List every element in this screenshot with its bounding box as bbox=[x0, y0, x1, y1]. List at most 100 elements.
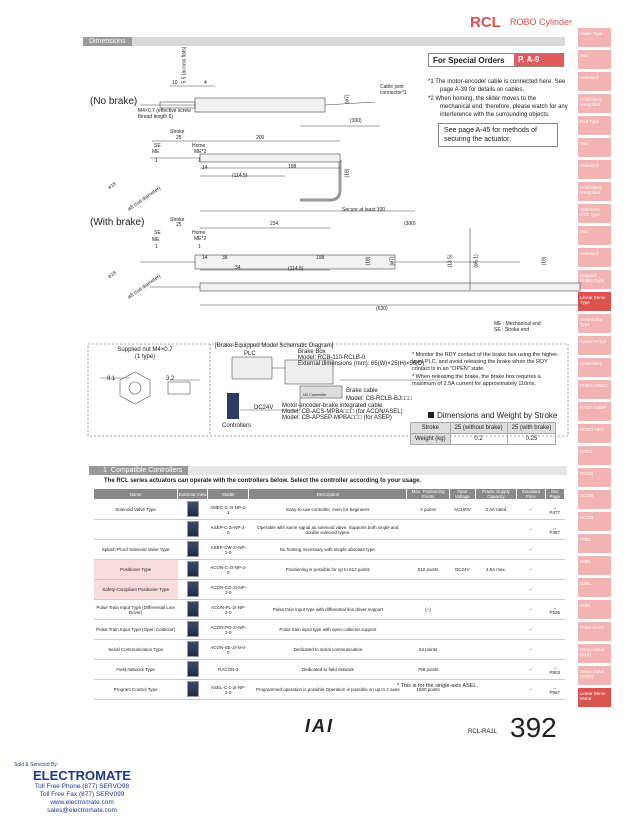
compat-cell-price: – bbox=[516, 619, 545, 640]
compat-cell-name: Solenoid Valve Type bbox=[93, 499, 178, 520]
nav-item[interactable]: Pulse Motor bbox=[578, 622, 611, 641]
compat-cell-desc: Dedicated to field network bbox=[248, 659, 407, 680]
compat-cell-desc: Dedicated to serial communication bbox=[248, 639, 407, 660]
nav-item[interactable]: PSEP /ASEP bbox=[578, 402, 611, 421]
dim-34: 34 bbox=[235, 265, 241, 271]
compat-cell-page[interactable]: → P487 bbox=[545, 519, 565, 540]
controller-image-cell bbox=[177, 559, 208, 580]
dim-8-1: 8.1 bbox=[107, 376, 116, 382]
reference-box: See page A-45 for methods of securing th… bbox=[438, 123, 558, 147]
compat-cell-pts bbox=[406, 539, 450, 560]
nav-item[interactable]: PCON bbox=[578, 468, 611, 487]
weight-header-brake: 25 (with brake) bbox=[506, 422, 557, 434]
se-label-2: SE bbox=[154, 230, 161, 236]
compat-cell-volt: DC24V bbox=[449, 559, 476, 580]
compat-cell-page[interactable] bbox=[545, 539, 565, 560]
plc-label: PLC bbox=[244, 351, 256, 357]
compat-cell-pts: 512 points bbox=[406, 559, 450, 580]
controller-image bbox=[186, 561, 199, 577]
controller-image-cell bbox=[177, 659, 208, 680]
compat-cell-desc: Easy-to-use controller, even for beginne… bbox=[248, 499, 407, 520]
nav-item[interactable]: Servo Motor (230V) bbox=[578, 666, 611, 685]
compat-cell-desc: Pulse train input type with open collect… bbox=[248, 619, 407, 640]
special-orders-button[interactable]: For Special Orders P. A-9 bbox=[428, 53, 564, 67]
dim-1a: 1 bbox=[155, 158, 158, 164]
compat-cell-page[interactable]: → P477 bbox=[545, 499, 565, 520]
special-orders-page[interactable]: P. A-9 bbox=[514, 54, 564, 66]
nav-item[interactable]: PMEC /AMEC bbox=[578, 380, 611, 399]
compat-cell-name: Pulse Train Input Type (Open Collector) bbox=[93, 619, 178, 640]
nav-item[interactable]: Mini bbox=[578, 226, 611, 245]
compat-cell-page[interactable]: → P567 bbox=[545, 679, 565, 700]
email-link[interactable]: sales@electromate.com bbox=[47, 807, 117, 814]
compat-header: Model bbox=[207, 488, 250, 500]
nav-item[interactable]: Standard bbox=[578, 72, 611, 91]
nav-item[interactable]: Linear Servo Motor bbox=[578, 688, 611, 707]
compat-cell-price: – bbox=[516, 659, 545, 680]
nav-item[interactable]: Table/Arm /Flat Type bbox=[578, 204, 611, 223]
compat-cell-price: – bbox=[516, 579, 545, 600]
nav-item[interactable]: Controllers Integrated bbox=[578, 94, 611, 113]
nav-item[interactable]: ASEL bbox=[578, 556, 611, 575]
nav-item[interactable]: Mini bbox=[578, 50, 611, 69]
compat-cell-page[interactable] bbox=[545, 619, 565, 640]
compat-cell-cap bbox=[475, 619, 517, 640]
nav-item[interactable]: Cleanroom Type bbox=[578, 314, 611, 333]
compat-cell-page[interactable] bbox=[545, 559, 565, 580]
nav-item[interactable]: Linear Servo Type bbox=[578, 292, 611, 311]
compat-header: See Page bbox=[544, 488, 565, 500]
compat-cell-page[interactable]: → P535 bbox=[545, 599, 565, 620]
compat-cell-model: AMEC-C-2I-NP-2-1 bbox=[207, 499, 249, 520]
compat-cell-volt: AC100V bbox=[449, 499, 476, 520]
nav-item[interactable]: Splash-Proof bbox=[578, 336, 611, 355]
compat-cell-volt bbox=[449, 599, 476, 620]
nav-item[interactable]: Slider Type bbox=[578, 28, 611, 47]
website-link[interactable]: www.electromate.com bbox=[50, 799, 114, 806]
compat-cell-cap bbox=[475, 659, 517, 680]
nav-item[interactable]: Standard bbox=[578, 248, 611, 267]
nav-item[interactable]: Standard bbox=[578, 160, 611, 179]
compat-cell-pts bbox=[406, 619, 450, 640]
integrated-cable-model-1: Model: CB-ACS-MPBA□□□ (for ACON/ASEL) bbox=[282, 409, 403, 415]
dim-1b: 1 bbox=[198, 158, 201, 164]
schematic-note-2: * When releasing the brake, the brake bo… bbox=[412, 374, 541, 387]
compat-cell-volt bbox=[449, 679, 476, 700]
iai-logo: IAI bbox=[305, 716, 335, 736]
controller-image-cell bbox=[177, 599, 208, 620]
nav-item[interactable]: ROBO NET bbox=[578, 424, 611, 443]
dim-25: 25 bbox=[176, 135, 182, 141]
compat-cell-desc bbox=[248, 579, 407, 600]
compat-cell-cap bbox=[475, 679, 517, 700]
nav-item[interactable]: ACON bbox=[578, 490, 611, 509]
compat-cell-price: – bbox=[516, 679, 545, 700]
nav-item[interactable]: XSEL bbox=[578, 600, 611, 619]
nav-item[interactable]: Rod Type bbox=[578, 116, 611, 135]
nav-item[interactable]: Mini bbox=[578, 138, 611, 157]
toll-free-fax: Toll Free Fax (877) SERV099 bbox=[39, 791, 125, 798]
compat-cell-pts: 64 points bbox=[406, 639, 450, 660]
compat-cell-pts bbox=[406, 579, 450, 600]
nav-item[interactable]: SSEL bbox=[578, 578, 611, 597]
nav-item[interactable]: Controllers bbox=[578, 358, 611, 377]
nav-item[interactable]: Servo Motor (24V) bbox=[578, 644, 611, 663]
nav-item[interactable]: ERC2 bbox=[578, 446, 611, 465]
page-number: 392 bbox=[510, 712, 557, 743]
compat-cell-page[interactable] bbox=[545, 579, 565, 600]
with-brake-label: (With brake) bbox=[90, 217, 145, 228]
compat-cell-page[interactable]: → P503 bbox=[545, 659, 565, 680]
compat-cell-page[interactable] bbox=[545, 639, 565, 660]
nav-item[interactable]: Controllers Integrated bbox=[578, 182, 611, 201]
footer-model: RCL-RA1L bbox=[468, 729, 498, 735]
nav-item[interactable]: Gripper/ Rotary Type bbox=[578, 270, 611, 289]
me2-label-2: ME*2 bbox=[194, 236, 207, 242]
compat-cell-volt bbox=[449, 539, 476, 560]
nav-item[interactable]: SCON bbox=[578, 512, 611, 531]
nav-item[interactable]: PSEL bbox=[578, 534, 611, 553]
controller-image-cell bbox=[177, 579, 208, 600]
controller-image bbox=[186, 501, 199, 517]
